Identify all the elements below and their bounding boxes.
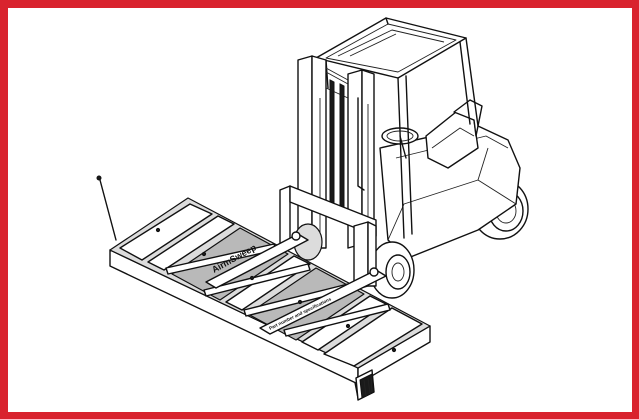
forklift-sweeper-drawing: AirmSweep Part number and specifications — [96, 17, 529, 401]
overhead-guard — [315, 17, 479, 239]
fork-pocket-left — [205, 233, 309, 289]
fork-pocket-right — [259, 269, 387, 335]
illustration-canvas: AirmSweep Part number and specifications — [8, 8, 632, 412]
left-rod — [99, 179, 117, 241]
magnetic-sweeper: AirmSweep Part number and specifications — [96, 175, 431, 401]
forklift — [279, 17, 529, 299]
front-wheel — [369, 241, 415, 299]
end-brush — [355, 369, 375, 401]
